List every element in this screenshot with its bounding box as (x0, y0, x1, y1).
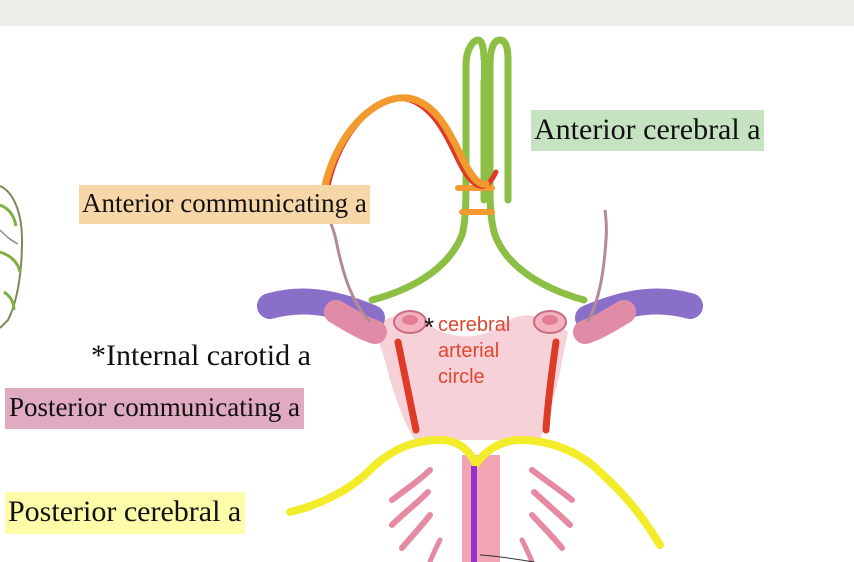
posterior-communicating-label: Posterior communicating a (5, 388, 304, 429)
anterior-communicating-label: Anterior communicating a (79, 185, 370, 224)
top-header-band (0, 0, 854, 26)
internal-carotid-vessels (257, 288, 703, 344)
posterior-cerebral-label: Posterior cerebral a (5, 492, 246, 534)
annotation-line-1: cerebral (438, 314, 511, 336)
posterior-communicating-vessels (394, 338, 560, 434)
annotation-line-3: circle (438, 366, 485, 388)
anterior-communicating-vessels (320, 94, 499, 215)
brain-outline-fragment (0, 185, 24, 329)
posterior-cerebral-vessels (286, 435, 664, 549)
internal-carotid-label: *Internal carotid a (91, 339, 311, 372)
annotation-line-2: arterial (438, 340, 500, 362)
basilar-vessel (471, 466, 535, 562)
anterior-cerebral-vessels (368, 36, 588, 304)
annotation-lines: cerebral arterial circle (438, 312, 510, 390)
anterior-cerebral-label: Anterior cerebral a (531, 110, 764, 151)
asterisk-marker: * (424, 312, 435, 342)
